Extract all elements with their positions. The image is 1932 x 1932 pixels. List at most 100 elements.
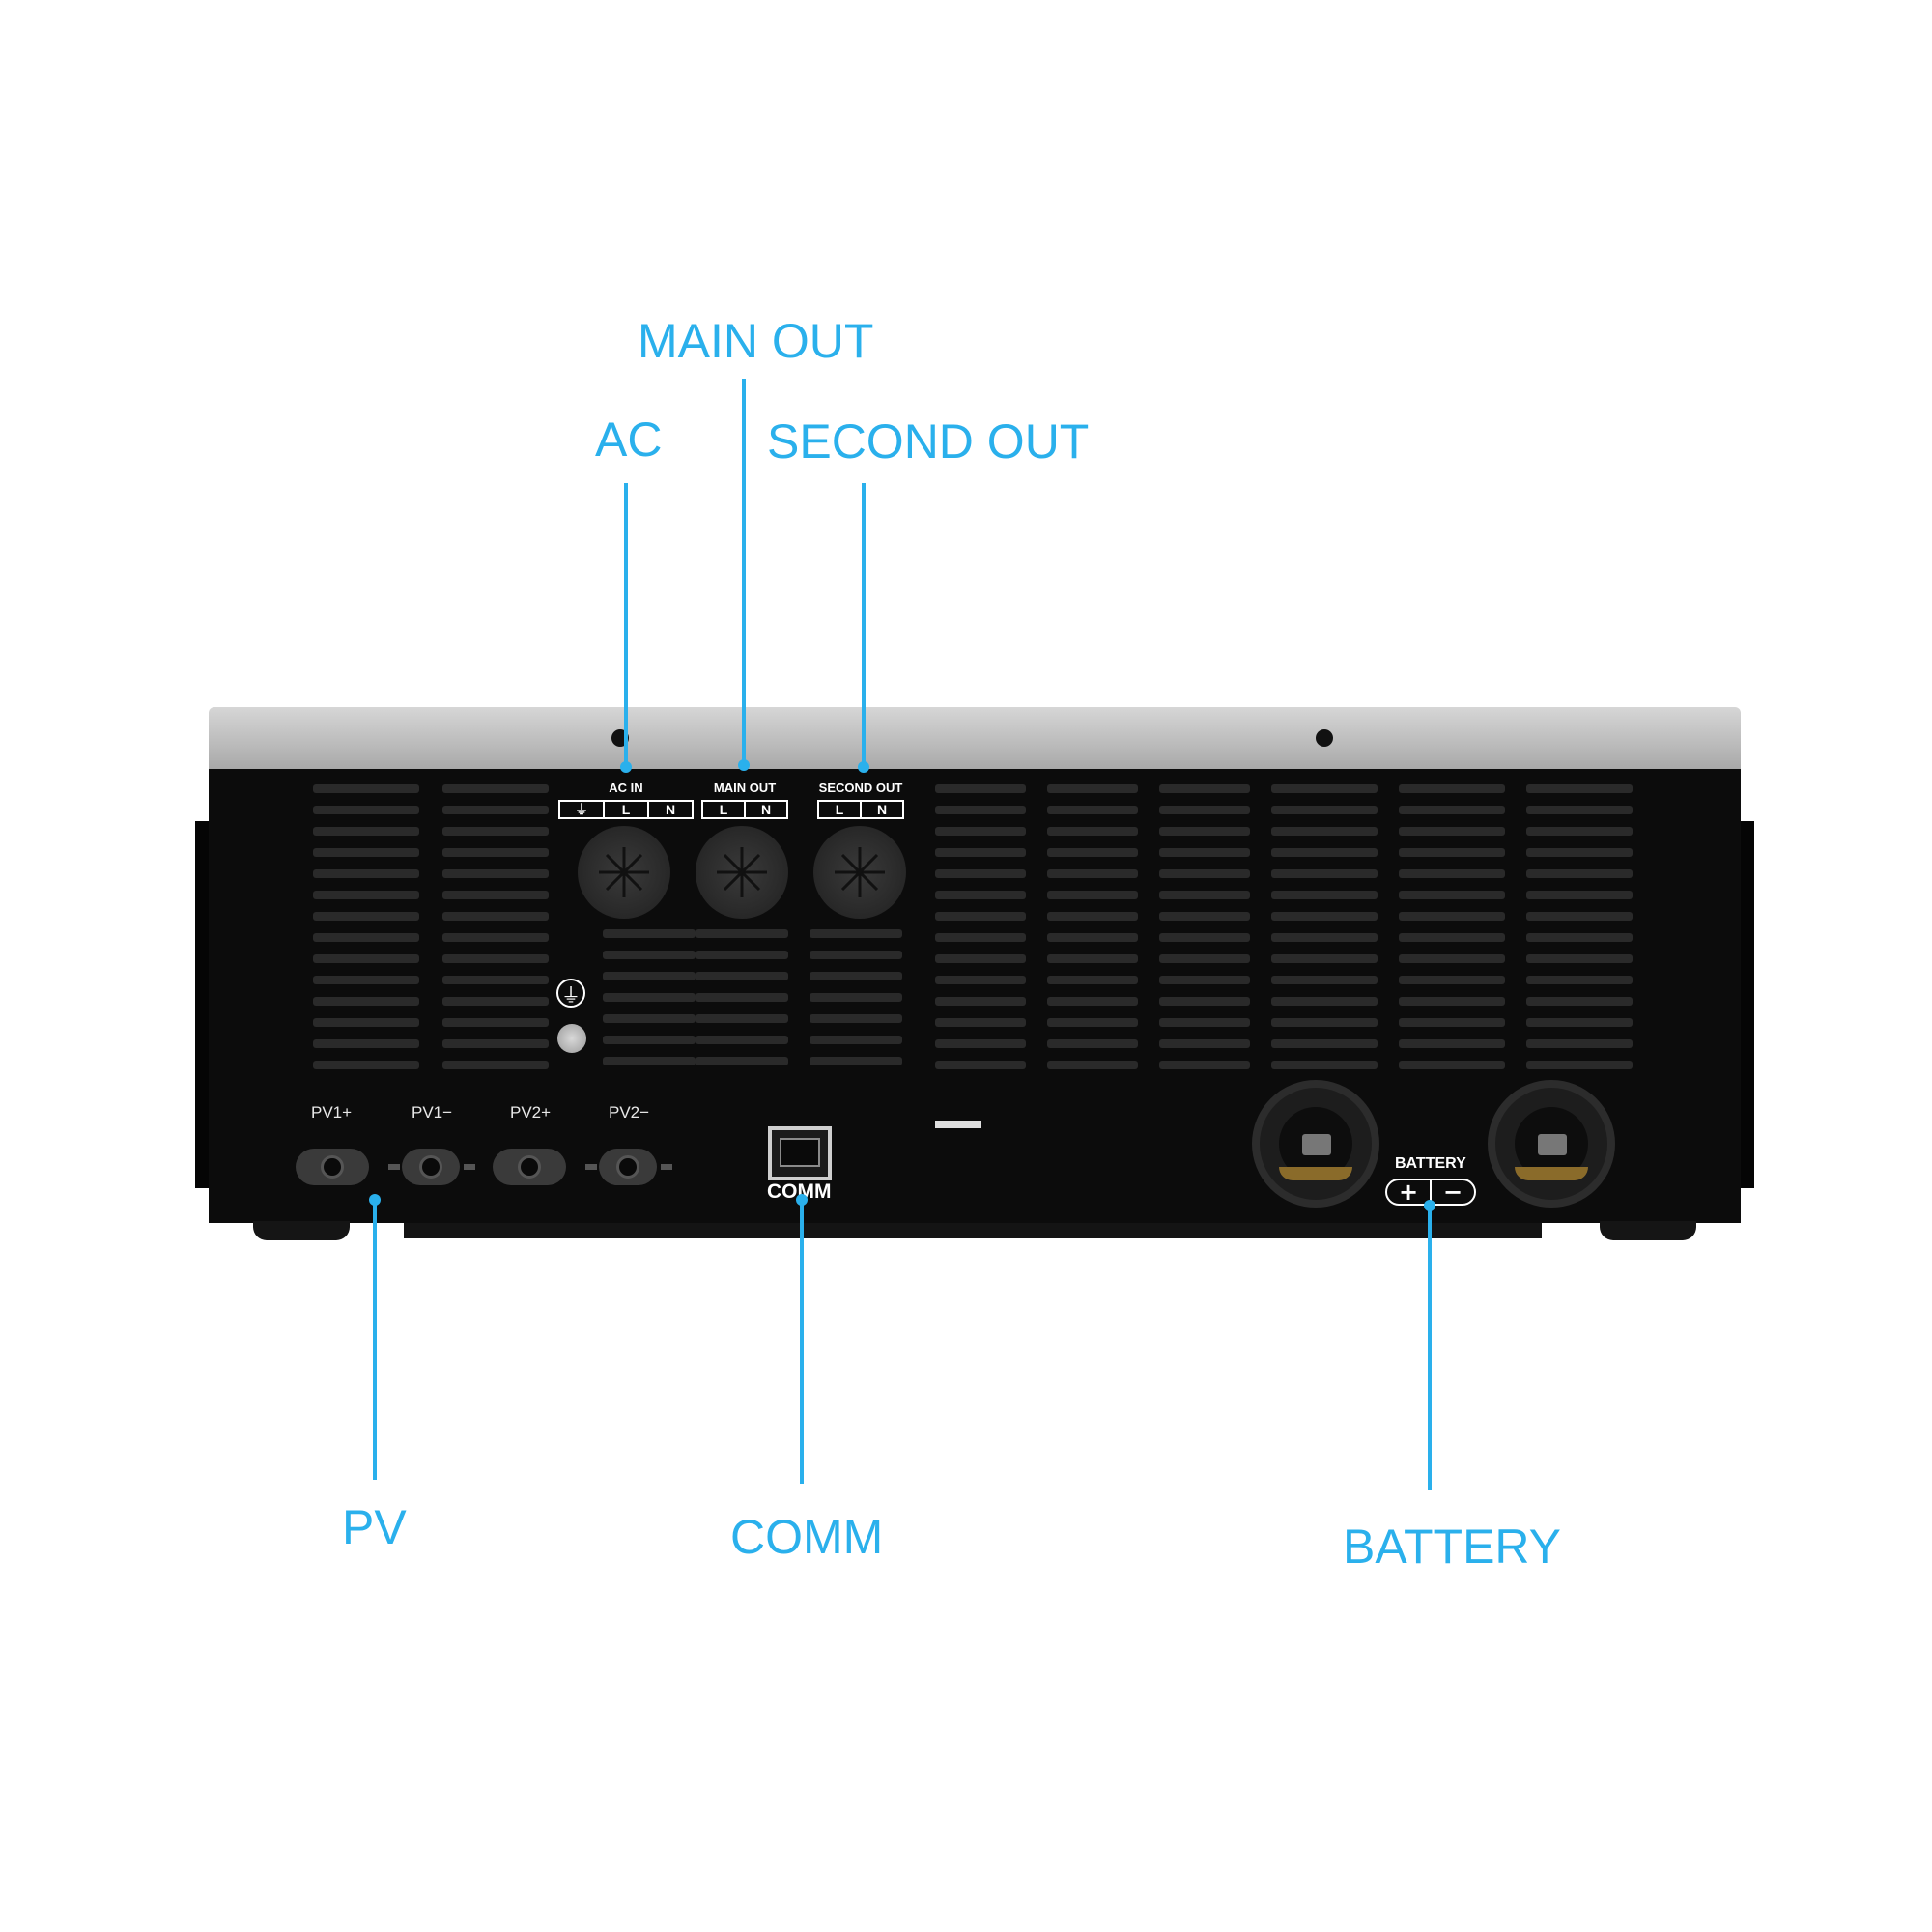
vent-column <box>935 784 1026 1103</box>
vent-slot <box>1271 1018 1378 1027</box>
second-out-n: N <box>876 802 888 817</box>
second-out-gland <box>813 826 906 919</box>
vent-slot <box>1526 848 1633 857</box>
vent-slot <box>1271 806 1378 814</box>
vent-slot <box>1526 806 1633 814</box>
rear-panel <box>209 769 1741 1223</box>
pv2-plus-label: PV2+ <box>510 1103 552 1122</box>
vent-slot <box>442 806 549 814</box>
vent-slot <box>1526 1039 1633 1048</box>
vent-slot <box>1526 912 1633 921</box>
vent-slot <box>603 1014 696 1023</box>
vent-slot <box>1159 1061 1250 1069</box>
vent-slot <box>442 954 549 963</box>
vent-slot <box>603 951 696 959</box>
vent-slot <box>935 1061 1026 1069</box>
vent-slot <box>935 891 1026 899</box>
vent-slot <box>1399 891 1505 899</box>
main-out-gland <box>696 826 788 919</box>
leader-dot-comm <box>796 1194 808 1206</box>
vent-slot <box>935 954 1026 963</box>
vent-slot <box>603 993 696 1002</box>
vent-slot <box>1047 997 1138 1006</box>
vent-slot <box>603 1057 696 1065</box>
vent-slot <box>935 806 1026 814</box>
vent-slot <box>313 933 419 942</box>
main-out-l: L <box>703 802 746 817</box>
ac-in-terminal-box: ⏚ L N <box>558 800 694 819</box>
vent-column <box>810 784 902 1103</box>
vent-slot <box>442 891 549 899</box>
leader-pv <box>373 1198 377 1480</box>
vent-slot <box>1399 1018 1505 1027</box>
battery-negative-terminal <box>1488 1080 1615 1208</box>
second-out-terminal-box: L N <box>817 800 904 819</box>
callout-pv: PV <box>342 1500 407 1554</box>
vent-slot <box>696 951 788 959</box>
vent-slot <box>1399 912 1505 921</box>
vent-slot <box>935 869 1026 878</box>
ground-stud <box>557 1024 586 1053</box>
leader-dot-pv <box>369 1194 381 1206</box>
callout-battery: BATTERY <box>1343 1520 1561 1574</box>
vent-slot <box>1159 848 1250 857</box>
vent-slot <box>1159 784 1250 793</box>
vent-column <box>696 784 788 1103</box>
vent-slot <box>603 929 696 938</box>
vent-slot <box>696 929 788 938</box>
pv1-plus-connector <box>296 1143 369 1191</box>
side-left <box>195 821 211 1188</box>
vent-slot <box>1047 1018 1138 1027</box>
ground-icon: ⏚ <box>560 802 605 817</box>
vent-slot <box>1526 827 1633 836</box>
battery-panel-label: BATTERY <box>1395 1155 1466 1172</box>
vent-slot <box>696 1014 788 1023</box>
vent-slot <box>1047 912 1138 921</box>
pv1-minus-label: PV1− <box>412 1103 453 1122</box>
vent-slot <box>1159 954 1250 963</box>
vent-slot <box>1159 997 1250 1006</box>
main-out-terminal-box: L N <box>701 800 788 819</box>
vent-slot <box>1047 1061 1138 1069</box>
leader-main-out <box>742 379 746 765</box>
vent-slot <box>696 972 788 980</box>
vent-slot <box>442 869 549 878</box>
vent-slot <box>313 869 419 878</box>
vent-slot <box>1526 1061 1633 1069</box>
vent-slot <box>1159 1018 1250 1027</box>
vent-column <box>442 784 549 1103</box>
vent-slot <box>1271 1061 1378 1069</box>
screw-right <box>1316 729 1333 747</box>
vent-slot <box>810 1057 902 1065</box>
vent-slot <box>1526 869 1633 878</box>
vent-slot <box>1271 912 1378 921</box>
vent-slot <box>1047 806 1138 814</box>
vent-slot <box>935 997 1026 1006</box>
ground-icon: ⏚ <box>556 979 585 1008</box>
vent-slot <box>1271 784 1378 793</box>
vent-slot <box>1271 891 1378 899</box>
vent-column <box>1399 784 1505 1103</box>
vent-slot <box>1047 869 1138 878</box>
vent-slot <box>1399 976 1505 984</box>
vent-column <box>313 784 419 1103</box>
vent-slot <box>442 784 549 793</box>
vent-slot <box>696 993 788 1002</box>
vent-slot <box>313 997 419 1006</box>
vent-slot <box>1526 784 1633 793</box>
vent-slot <box>313 891 419 899</box>
vent-slot <box>1271 869 1378 878</box>
leader-battery <box>1428 1204 1432 1490</box>
vent-slot <box>442 827 549 836</box>
pv2-minus-label: PV2− <box>609 1103 650 1122</box>
vent-slot <box>1047 933 1138 942</box>
pv1-minus-connector <box>388 1143 475 1191</box>
vent-slot <box>1399 806 1505 814</box>
vent-slot <box>935 848 1026 857</box>
leader-comm <box>800 1198 804 1484</box>
vent-slot <box>1271 997 1378 1006</box>
vent-slot <box>1399 848 1505 857</box>
vent-slot <box>1159 806 1250 814</box>
vent-slot <box>935 784 1026 793</box>
